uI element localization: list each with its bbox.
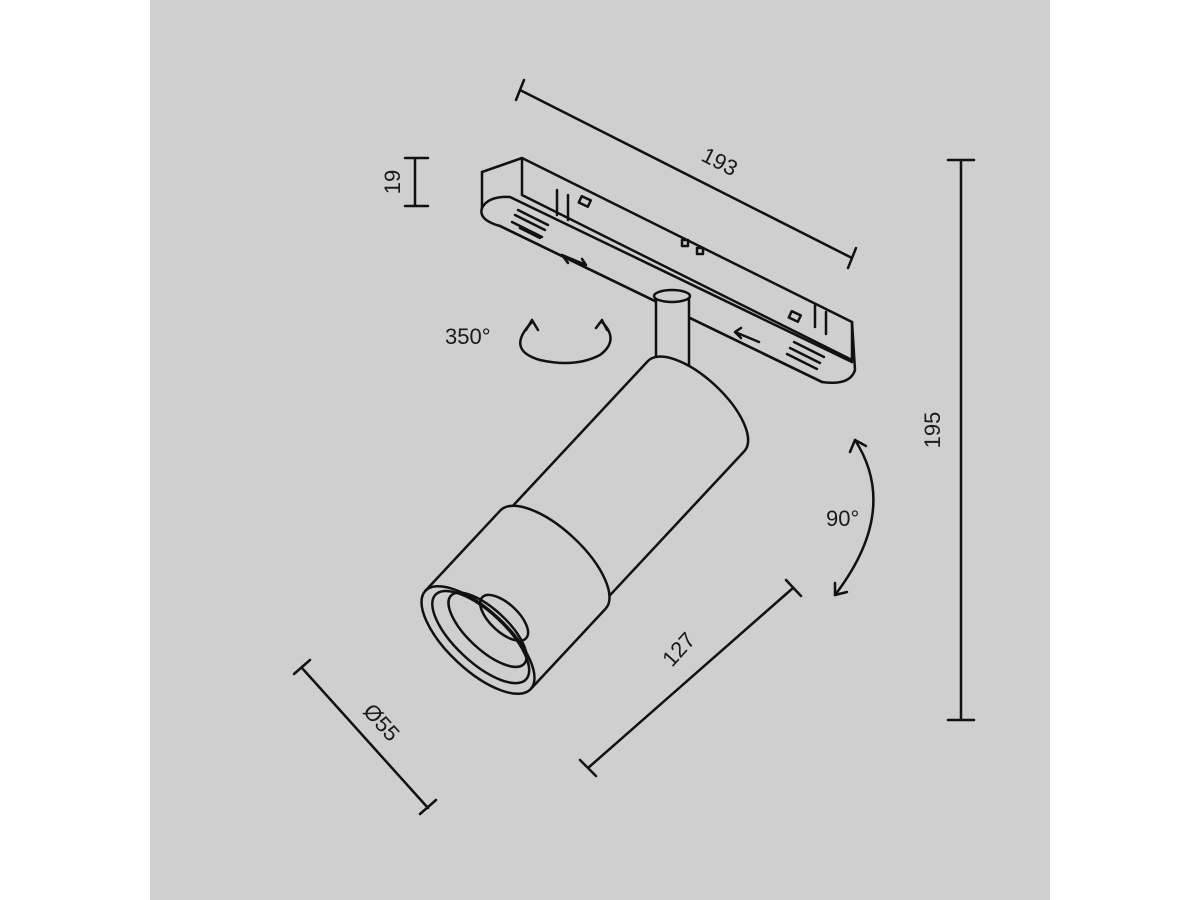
spotlight-body <box>420 355 750 696</box>
dimension-track-height: 19 <box>380 156 430 208</box>
track-adapter <box>480 156 857 384</box>
rotation-indicator: 350° <box>445 318 612 365</box>
label-total-height: 195 <box>920 412 945 449</box>
label-tilt: 90° <box>826 506 859 531</box>
label-body-length: 127 <box>657 627 700 671</box>
label-track-length: 193 <box>698 142 742 181</box>
label-track-height: 19 <box>380 170 405 194</box>
dimension-total-height: 195 <box>920 158 976 722</box>
dimension-body-length: 127 <box>578 578 803 778</box>
label-rotation: 350° <box>445 324 491 349</box>
dimension-diameter: Ø55 <box>292 658 438 816</box>
tilt-indicator: 90° <box>826 438 875 597</box>
